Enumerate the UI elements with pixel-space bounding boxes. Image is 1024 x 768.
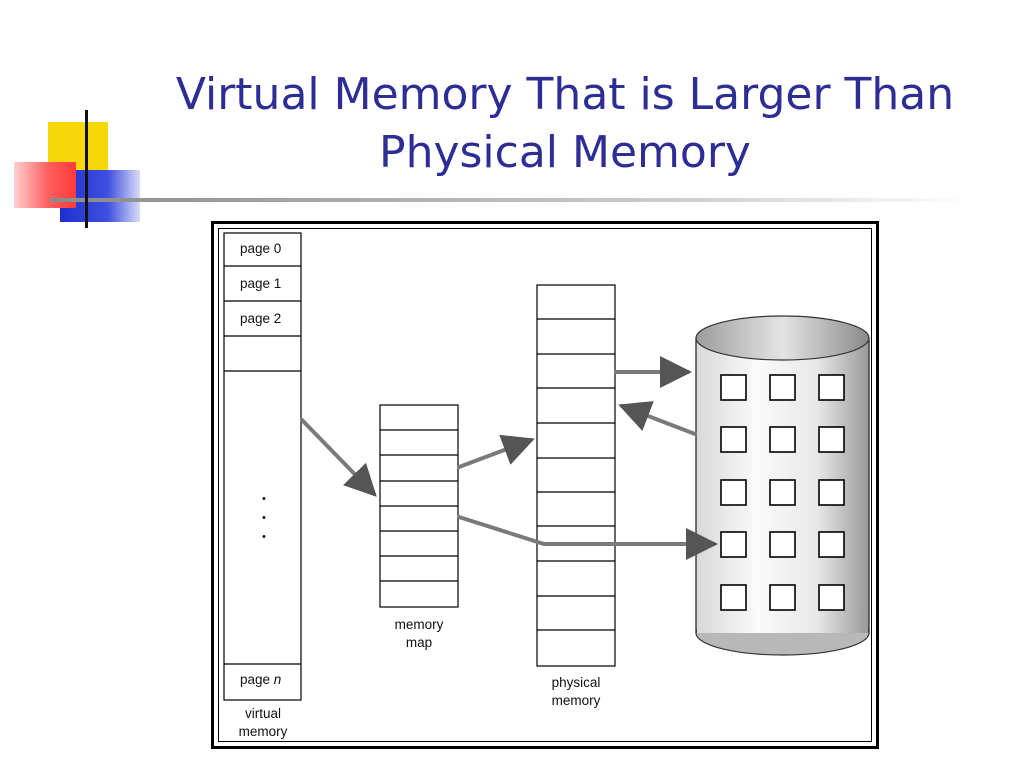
virtual-memory-column xyxy=(223,232,302,701)
page-n-variable: n xyxy=(273,672,282,687)
memory-map-column xyxy=(379,404,459,608)
logo-vertical-line xyxy=(85,110,88,228)
title-line-1: Virtual Memory That is Larger Than xyxy=(175,69,955,120)
caption-line: map xyxy=(405,635,433,650)
arrow-map-to-physical xyxy=(457,434,535,469)
logo-rule xyxy=(50,198,970,202)
ellipsis-dot: • xyxy=(262,493,266,505)
ellipsis-dot: • xyxy=(262,512,266,524)
caption-line: virtual xyxy=(244,706,281,721)
virtual-memory-box xyxy=(223,232,302,701)
diagram-canvas xyxy=(223,232,870,701)
disk-block-grid xyxy=(720,374,845,611)
arrow-disk-to-physical xyxy=(618,401,697,436)
caption-line: memory xyxy=(394,617,444,632)
physical-memory-column xyxy=(536,284,616,667)
caption-line: memory xyxy=(551,693,601,708)
arrow-virtual-to-map xyxy=(300,418,377,497)
title-line-2: Physical Memory xyxy=(379,127,751,178)
virtual-page-label: page 1 xyxy=(240,276,282,291)
mapping-arrows xyxy=(300,356,718,560)
page-n-prefix: page xyxy=(240,672,274,687)
physical-memory-box xyxy=(536,284,616,667)
virtual-page-n-label: page n xyxy=(240,671,281,689)
caption-line: memory xyxy=(238,724,288,739)
slide-logo xyxy=(14,110,970,228)
diagram-inner-frame xyxy=(218,228,872,742)
diagram-frame: page 0 page 1 page 2 • • • page n virtua… xyxy=(211,221,879,749)
ellipsis-dot: • xyxy=(262,531,266,543)
arrow-map-to-disk xyxy=(457,515,718,560)
virtual-page-label: page 0 xyxy=(240,241,282,256)
caption-line: physical xyxy=(551,675,601,690)
virtual-memory-caption: virtual memory xyxy=(220,705,306,741)
memory-map-caption: memory map xyxy=(374,616,464,652)
slide-title: Virtual Memory That is Larger Than Physi… xyxy=(150,66,980,182)
disk-icon xyxy=(695,315,870,656)
physical-memory-caption: physical memory xyxy=(531,674,621,710)
virtual-page-label: page 2 xyxy=(240,311,282,326)
